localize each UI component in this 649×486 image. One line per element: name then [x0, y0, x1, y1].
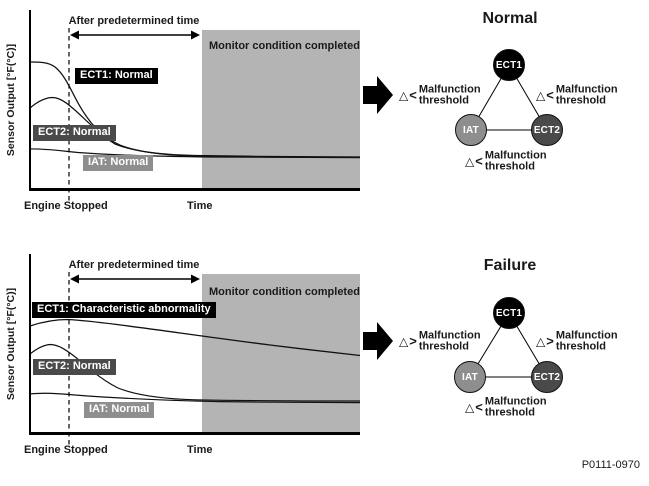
delta-icon: △: [536, 334, 546, 348]
threshold-line1: Malfunction: [555, 83, 618, 96]
delta-icon: △: [465, 400, 475, 414]
delta-icon: △: [465, 154, 475, 168]
node-ect2-normal: ECT2: [531, 114, 563, 146]
arrowhead-left-icon: [70, 274, 79, 284]
ect1-curve-failure: [29, 318, 361, 357]
engine-stopped-label-failure: Engine Stopped: [24, 444, 108, 456]
node-ect1-normal: ECT1: [493, 49, 525, 81]
time-axis-label-normal: Time: [187, 200, 213, 212]
y-axis-label-failure: Sensor Output [°F(°C)]: [5, 287, 17, 401]
ect2-curve-failure: [29, 343, 361, 402]
delta-icon: △: [536, 88, 546, 102]
threshold-line1: Malfunction: [484, 149, 547, 162]
ect1-curve-label-failure: ECT1: Characteristic abnormality: [32, 302, 216, 318]
threshold-text: Malfunction threshold: [418, 83, 481, 106]
threshold-text: Malfunction threshold: [484, 395, 547, 418]
node-ect2-failure: ECT2: [531, 361, 563, 393]
monitor-condition-label-failure: Monitor condition completed: [209, 286, 360, 298]
threshold-label-right-normal: △ < Malfunction threshold: [536, 83, 618, 106]
iat-curve-label-failure: IAT: Normal: [84, 402, 155, 418]
threshold-text: Malfunction threshold: [484, 149, 547, 172]
threshold-text: Malfunction threshold: [418, 329, 481, 352]
threshold-line2: threshold: [484, 160, 535, 172]
node-iat-normal: IAT: [455, 114, 487, 146]
threshold-line1: Malfunction: [555, 329, 618, 342]
comparator: <: [546, 87, 554, 102]
node-ect1-failure: ECT1: [493, 297, 525, 329]
delta-icon: △: [399, 334, 409, 348]
threshold-line1: Malfunction: [418, 83, 481, 96]
threshold-line2: threshold: [484, 406, 535, 418]
threshold-line1: Malfunction: [418, 329, 481, 342]
threshold-line2: threshold: [418, 94, 469, 106]
node-iat-failure: IAT: [454, 361, 486, 393]
threshold-line2: threshold: [555, 94, 606, 106]
comparator: <: [475, 153, 483, 168]
threshold-label-left-failure: △ > Malfunction threshold: [399, 329, 481, 352]
comparator: <: [475, 399, 483, 414]
threshold-label-bottom-failure: △ < Malfunction threshold: [465, 395, 547, 418]
flow-arrow-icon-normal: [363, 76, 393, 114]
time-axis-label-failure: Time: [187, 444, 213, 456]
comparator: <: [409, 87, 417, 102]
arrowhead-right-icon: [191, 30, 200, 40]
iat-curve-normal: [29, 148, 361, 159]
comparator: >: [546, 333, 554, 348]
ect2-curve-label-normal: ECT2: Normal: [33, 125, 116, 141]
threshold-text: Malfunction threshold: [555, 83, 618, 106]
diagram-title-normal: Normal: [482, 10, 538, 27]
predetermined-time-label-failure: After predetermined time: [68, 259, 200, 271]
threshold-text: Malfunction threshold: [555, 329, 618, 352]
threshold-line2: threshold: [418, 340, 469, 352]
flow-arrow-icon-failure: [363, 322, 393, 360]
ect2-curve-label-failure: ECT2: Normal: [33, 359, 116, 375]
monitor-region-normal: [202, 30, 360, 189]
arrowhead-right-icon: [191, 274, 200, 284]
threshold-label-left-normal: △ < Malfunction threshold: [399, 83, 481, 106]
ect1-curve-label-normal: ECT1: Normal: [75, 68, 158, 84]
diagram-title-failure: Failure: [483, 257, 537, 274]
delta-icon: △: [399, 88, 409, 102]
arrowhead-left-icon: [70, 30, 79, 40]
predetermined-time-label-normal: After predetermined time: [68, 15, 200, 27]
threshold-label-right-failure: △ > Malfunction threshold: [536, 329, 618, 352]
figure-code: P0111-0970: [581, 459, 640, 471]
monitor-region-failure: [202, 274, 360, 433]
monitor-condition-label-normal: Monitor condition completed: [209, 40, 360, 52]
threshold-label-bottom-normal: △ < Malfunction threshold: [465, 149, 547, 172]
threshold-line2: threshold: [555, 340, 606, 352]
iat-curve-failure: [29, 392, 361, 404]
y-axis-label-normal: Sensor Output [°F(°C)]: [5, 43, 17, 157]
comparator: >: [409, 333, 417, 348]
threshold-line1: Malfunction: [484, 395, 547, 408]
iat-curve-label-normal: IAT: Normal: [83, 155, 154, 171]
engine-stopped-label-normal: Engine Stopped: [24, 200, 108, 212]
